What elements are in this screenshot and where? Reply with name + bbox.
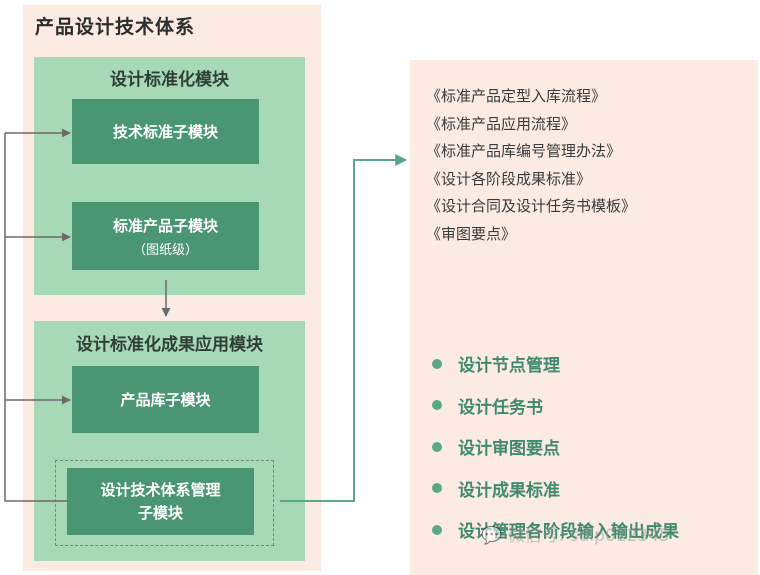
bullet-text: 设计成果标准: [458, 480, 560, 501]
management-submodule: 设计技术体系管理 子模块: [67, 468, 254, 535]
bullet-list: 设计节点管理 设计任务书 设计审图要点 设计成果标准 设计管理各阶段输入输出成果: [432, 343, 679, 551]
bullet-item: 设计节点管理: [432, 343, 679, 385]
management-dashed-frame: [55, 460, 274, 546]
standard-product-note: （图纸级）: [132, 242, 198, 258]
watermark: 💬 微信号: sdlp012345: [481, 521, 670, 546]
bullet-text: 设计管理各阶段输入输出成果: [458, 522, 679, 543]
bullet-dot-icon: [432, 524, 442, 535]
bullet-dot-icon: [432, 400, 442, 411]
standard-product-label: 标准产品子模块: [112, 216, 218, 235]
bullet-dot-icon: [432, 483, 442, 494]
product-library-label: 产品库子模块: [120, 391, 211, 409]
bullet-item: 设计管理各阶段输入输出成果: [432, 509, 679, 551]
tech-standard-submodule: 技术标准子模块: [72, 99, 259, 164]
document-item: 《设计各阶段成果标准》: [426, 169, 592, 188]
management-label-line1: 设计技术体系管理: [100, 480, 221, 499]
outputs-panel: [410, 60, 758, 575]
document-item: 《设计合同及设计任务书模板》: [426, 197, 637, 215]
feedback-vertical-line: [4, 133, 67, 502]
bullet-text: 设计节点管理: [458, 356, 560, 377]
bullet-text: 设计任务书: [458, 397, 543, 418]
bullet-item: 设计任务书: [432, 385, 679, 427]
document-item: 《标准产品应用流程》: [426, 114, 577, 133]
document-item: 《审图要点》: [426, 224, 517, 243]
diagram-title: 产品设计技术体系: [35, 16, 196, 38]
bullet-item: 设计成果标准: [432, 468, 679, 510]
document-item: 《标准产品定型入库流程》: [426, 87, 607, 105]
document-item: 《标准产品库编号管理办法》: [426, 142, 622, 160]
bullet-item: 设计审图要点: [432, 426, 679, 468]
bullet-text: 设计审图要点: [458, 439, 560, 460]
document-list: 《标准产品定型入库流程》 《标准产品应用流程》 《标准产品库编号管理办法》 《设…: [426, 83, 636, 248]
arrow-to-outputs: [280, 154, 408, 502]
tech-standard-label: 技术标准子模块: [112, 123, 218, 141]
product-library-submodule: 产品库子模块: [72, 366, 259, 433]
bullet-dot-icon: [432, 358, 442, 369]
management-label-line2: 子模块: [137, 503, 183, 522]
bullet-dot-icon: [432, 441, 442, 452]
standard-product-submodule: 标准产品子模块 （图纸级）: [72, 202, 259, 270]
wechat-icon: 💬: [481, 526, 503, 546]
standardization-module-title: 设计标准化模块: [110, 70, 229, 90]
watermark-text: 微信号: sdlp012345: [507, 526, 670, 546]
application-module-title: 设计标准化成果应用模块: [76, 335, 263, 355]
